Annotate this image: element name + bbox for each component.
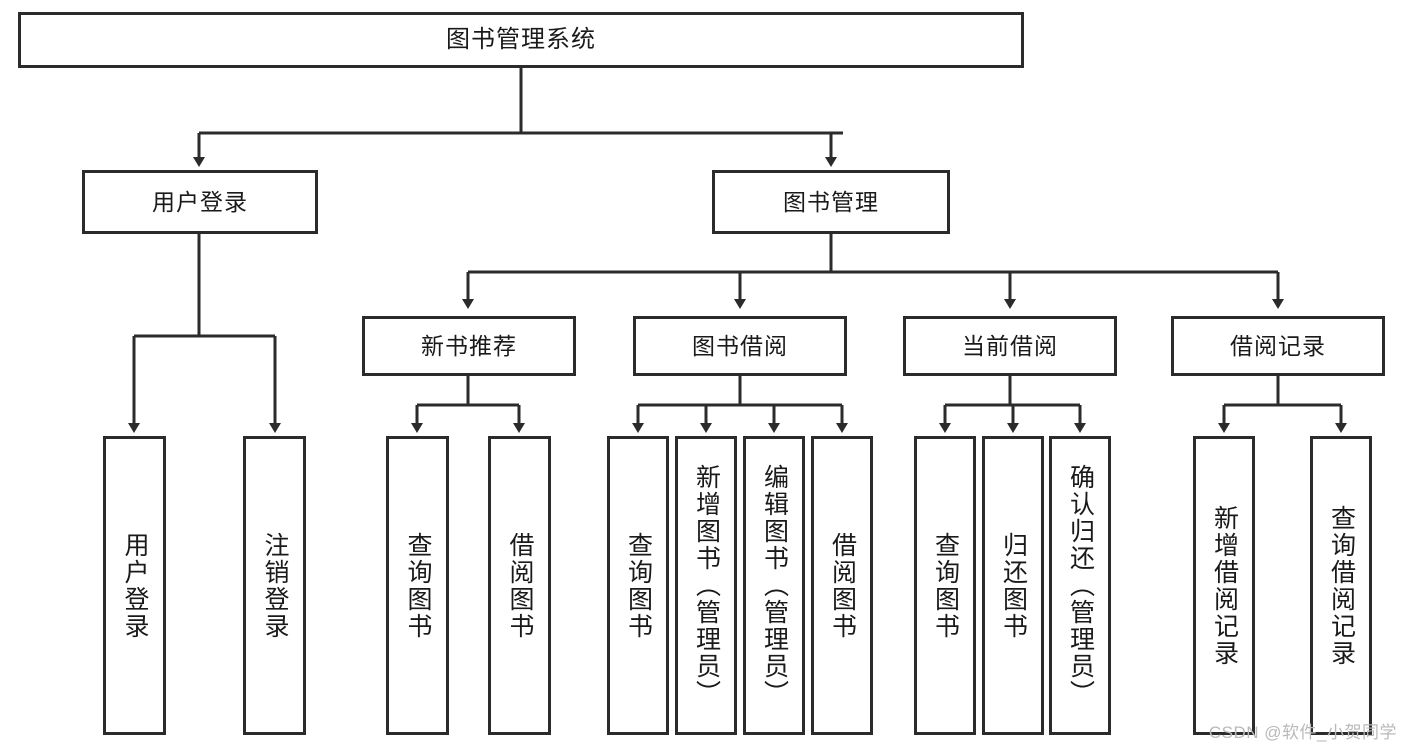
node-label: 查询图书 [931, 531, 960, 640]
leaf-book-borrow-query[interactable]: 查询图书 [607, 436, 669, 735]
node-label: 图书管理 [783, 188, 879, 215]
node-book-management[interactable]: 图书管理 [712, 170, 950, 234]
watermark: CSDN @软件_小贺同学 [1208, 723, 1397, 742]
node-root-book-management-system[interactable]: 图书管理系统 [18, 12, 1024, 68]
node-book-borrow[interactable]: 图书借阅 [633, 316, 847, 376]
node-current-borrow[interactable]: 当前借阅 [903, 316, 1117, 376]
node-user-login[interactable]: 用户登录 [82, 170, 318, 234]
node-label: 当前借阅 [962, 332, 1058, 359]
node-label: 新增图书（管理员） [692, 464, 721, 707]
node-label: 确认归还（管理员） [1066, 464, 1095, 707]
node-label: 用户登录 [121, 531, 149, 640]
leaf-user-login-logout[interactable]: 注销登录 [243, 436, 306, 735]
leaf-borrow-record-add[interactable]: 新增借阅记录 [1193, 436, 1255, 735]
leaf-new-book-borrow[interactable]: 借阅图书 [488, 436, 551, 735]
leaf-book-borrow-edit[interactable]: 编辑图书（管理员） [743, 436, 805, 735]
node-new-book-recommend[interactable]: 新书推荐 [362, 316, 576, 376]
node-label: 新增借阅记录 [1210, 504, 1239, 667]
node-label: 借阅图书 [828, 531, 857, 640]
leaf-book-borrow-borrow[interactable]: 借阅图书 [811, 436, 873, 735]
node-label: 查询图书 [624, 531, 653, 640]
leaf-new-book-query[interactable]: 查询图书 [386, 436, 449, 735]
node-label: 注销登录 [261, 531, 289, 640]
node-label: 图书借阅 [692, 332, 788, 359]
node-label: 查询图书 [404, 531, 432, 640]
leaf-current-borrow-confirm-return[interactable]: 确认归还（管理员） [1049, 436, 1111, 735]
node-label: 借阅记录 [1230, 332, 1326, 359]
leaf-borrow-record-query[interactable]: 查询借阅记录 [1310, 436, 1372, 735]
node-label: 查询借阅记录 [1327, 504, 1356, 667]
leaf-book-borrow-add[interactable]: 新增图书（管理员） [675, 436, 737, 735]
node-label: 编辑图书（管理员） [760, 464, 789, 707]
node-label: 归还图书 [999, 531, 1028, 640]
node-label: 图书管理系统 [446, 26, 596, 53]
node-label: 借阅图书 [506, 531, 534, 640]
node-label: 用户登录 [152, 188, 248, 215]
node-borrow-record[interactable]: 借阅记录 [1171, 316, 1385, 376]
leaf-current-borrow-return[interactable]: 归还图书 [982, 436, 1044, 735]
node-label: 新书推荐 [421, 332, 517, 359]
leaf-user-login-login[interactable]: 用户登录 [103, 436, 166, 735]
leaf-current-borrow-query[interactable]: 查询图书 [914, 436, 976, 735]
